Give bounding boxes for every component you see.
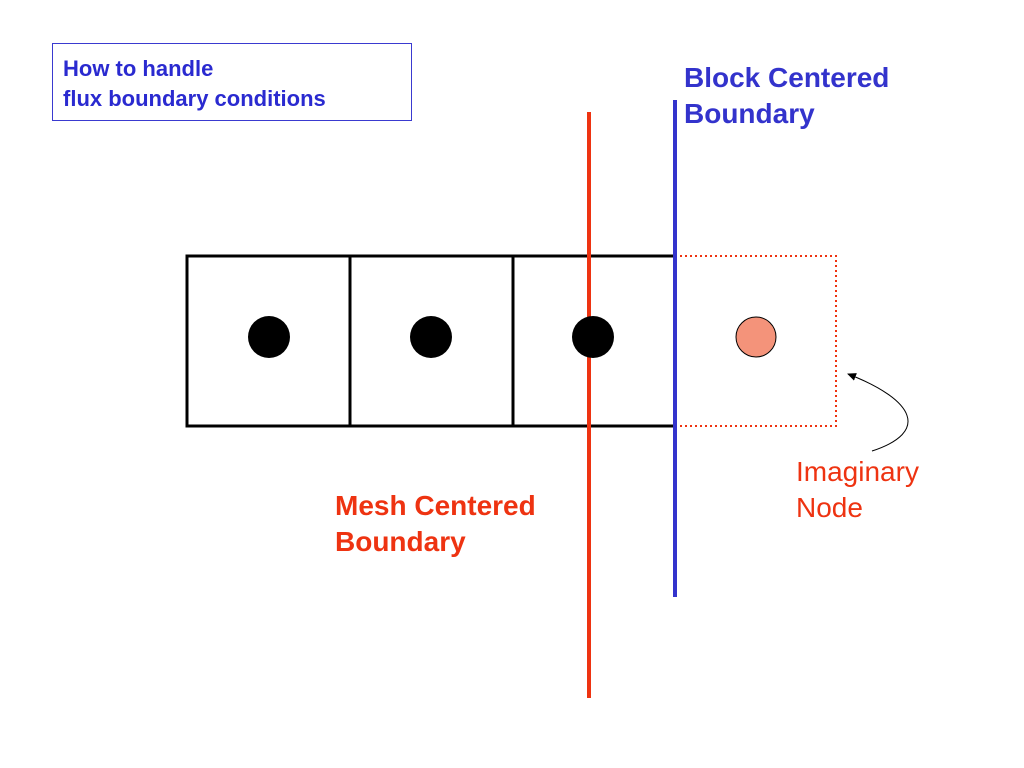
imaginary-node-line-1: Imaginary bbox=[796, 456, 919, 487]
grid-node-3 bbox=[572, 316, 614, 358]
block-centered-boundary-label: Block Centered Boundary bbox=[684, 60, 889, 132]
title-line-1: How to handle bbox=[63, 56, 214, 81]
title-box: How to handle flux boundary conditions bbox=[52, 43, 412, 121]
imaginary-node bbox=[735, 316, 777, 358]
mesh-centered-line-2: Boundary bbox=[335, 526, 466, 557]
block-centered-line-1: Block Centered bbox=[684, 62, 890, 93]
title-line-2: flux boundary conditions bbox=[63, 86, 326, 111]
imaginary-node-label: Imaginary Node bbox=[796, 454, 919, 526]
mesh-centered-line-1: Mesh Centered bbox=[335, 490, 536, 521]
grid-node-1 bbox=[248, 316, 290, 358]
imaginary-node-arrow bbox=[847, 373, 909, 452]
grid-node-2 bbox=[410, 316, 452, 358]
block-centered-line-2: Boundary bbox=[684, 98, 815, 129]
mesh-centered-boundary-label: Mesh Centered Boundary bbox=[335, 488, 536, 560]
imaginary-node-line-2: Node bbox=[796, 492, 863, 523]
